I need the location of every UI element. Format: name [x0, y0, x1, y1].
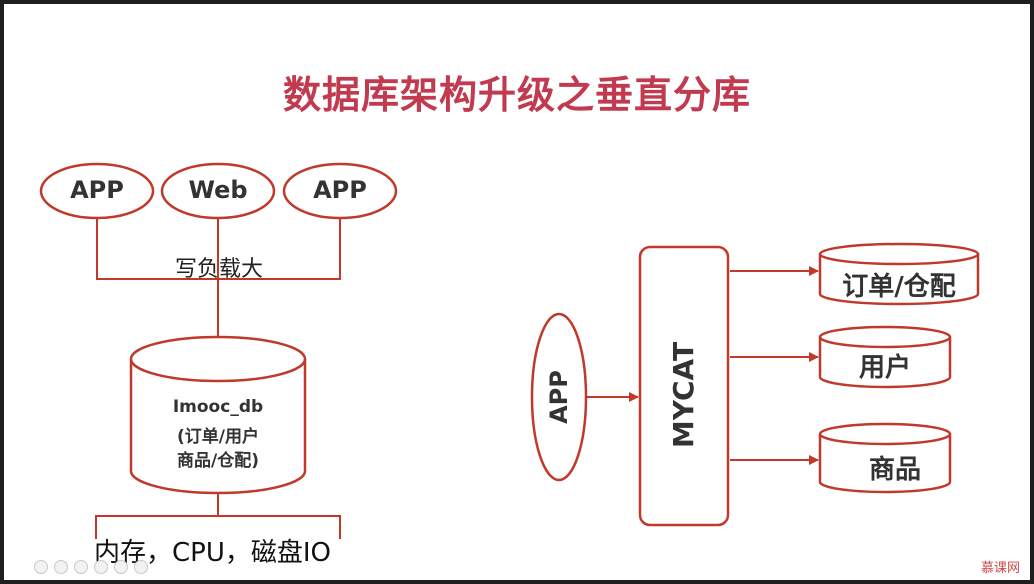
player-controls[interactable] [34, 560, 148, 574]
zoom-icon[interactable] [114, 560, 128, 574]
db-label-tables-1: (订单/用户 [177, 427, 259, 447]
bottleneck-label: 内存，CPU，磁盘IO [94, 538, 331, 568]
mycat-box [638, 245, 730, 527]
slide-title: 数据库架构升级之垂直分库 [282, 73, 751, 117]
architecture-diagram [39, 162, 980, 539]
next-icon[interactable] [134, 560, 148, 574]
prev-icon[interactable] [34, 560, 48, 574]
client-label-app-1: APP [70, 176, 124, 204]
db-label-name: Imooc_db [172, 397, 264, 417]
shard-cylinder-3 [818, 422, 952, 494]
shard-label-1: 订单/仓配 [842, 272, 956, 302]
shard-cylinder-2 [818, 325, 952, 389]
client-label-web: Web [188, 176, 248, 204]
shard-label-3: 商品 [868, 455, 921, 485]
write-load-label: 写负载大 [174, 257, 263, 282]
client-label-app-2: APP [313, 176, 367, 204]
db-cylinder [129, 335, 307, 495]
shard-label-2: 用户 [858, 353, 911, 383]
slide: 数据库架构升级之垂直分库 [4, 4, 1030, 580]
brand-watermark: 慕课网 [980, 561, 1020, 576]
edit-icon[interactable] [74, 560, 88, 574]
play-icon[interactable] [54, 560, 68, 574]
mycat-label: MYCAT [667, 341, 700, 449]
shard-cylinder-1 [818, 242, 980, 306]
menu-icon[interactable] [94, 560, 108, 574]
app-label-right: APP [545, 370, 573, 424]
db-label-tables-2: 商品/仓配) [177, 451, 259, 471]
bottleneck-bracket [95, 493, 341, 539]
